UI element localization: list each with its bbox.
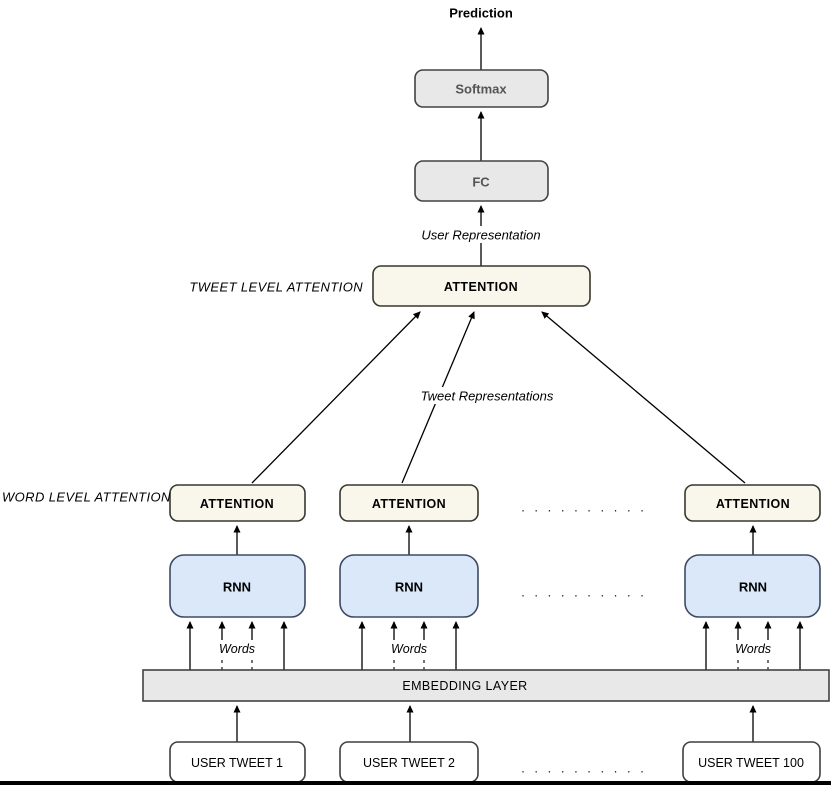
embedding-layer-label: EMBEDDING LAYER xyxy=(402,679,527,693)
label-mask xyxy=(398,387,576,404)
rnn-node-1 xyxy=(169,554,306,618)
word-attention-label-1: ATTENTION xyxy=(200,497,274,511)
fc-label: FC xyxy=(472,175,490,190)
words-label-2: Words xyxy=(391,642,427,656)
rnn-node-2 xyxy=(339,554,479,618)
rnn-node-3 xyxy=(684,554,821,618)
user-tweet-label-3: USER TWEET 100 xyxy=(698,756,804,770)
word-attention-node-2 xyxy=(339,484,479,522)
rnn-label-2: RNN xyxy=(395,580,423,595)
tweet-level-attention-label: TWEET LEVEL ATTENTION xyxy=(189,280,363,295)
rnn-label-1: RNN xyxy=(223,580,251,595)
word-level-attention-label: WORD LEVEL ATTENTION xyxy=(2,490,171,505)
word-attention-label-2: ATTENTION xyxy=(372,497,446,511)
user-tweet-label-2: USER TWEET 2 xyxy=(363,756,455,770)
fc-node xyxy=(414,160,549,202)
words-label-3: Words xyxy=(735,642,771,656)
words-label-1: Words xyxy=(219,642,255,656)
label-mask xyxy=(393,226,569,243)
fan-arrow-left xyxy=(251,311,421,484)
tweet-attention-node xyxy=(372,265,591,307)
ellipsis-attention-row: . . . . . . . . . . xyxy=(521,500,647,515)
tweet-attention-label: ATTENTION xyxy=(444,280,518,294)
word-attention-node-1 xyxy=(169,484,306,522)
embedding-layer-node xyxy=(142,669,830,702)
rnn-label-3: RNN xyxy=(739,580,767,595)
softmax-label: Softmax xyxy=(455,82,507,97)
bottom-rule xyxy=(0,781,831,785)
softmax-node xyxy=(414,69,549,108)
user-representation-label: User Representation xyxy=(421,228,540,243)
tweet-representations-label: Tweet Representations xyxy=(421,389,554,404)
word-attention-node-3 xyxy=(684,484,821,522)
fan-arrow-right xyxy=(541,311,746,484)
ellipsis-rnn-row: . . . . . . . . . . xyxy=(521,585,647,600)
prediction-label: Prediction xyxy=(449,6,513,21)
ellipsis-tweet-row: . . . . . . . . . . xyxy=(521,761,647,776)
word-attention-label-3: ATTENTION xyxy=(716,497,790,511)
user-tweet-label-1: USER TWEET 1 xyxy=(191,756,283,770)
